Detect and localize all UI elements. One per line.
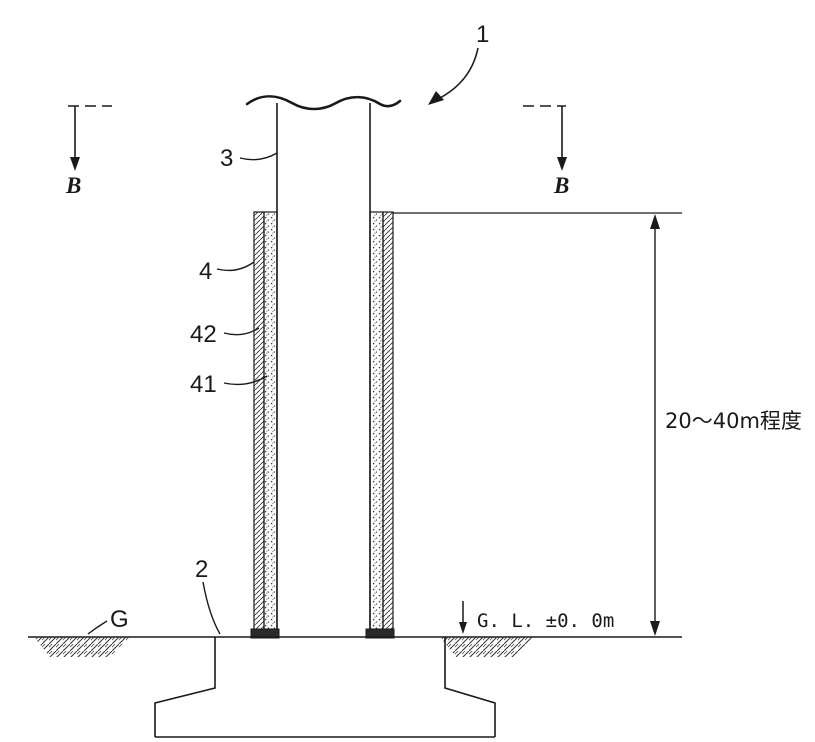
ref-42-group: 42	[190, 321, 260, 348]
foundation-outline-left	[154, 637, 216, 737]
gl-arrowhead	[459, 622, 467, 634]
ref-4-group: 4	[199, 258, 255, 285]
foundation-outline-right	[444, 637, 496, 737]
dimension-arrowhead-bottom	[650, 621, 660, 636]
ground-hatch-left	[34, 637, 132, 657]
ref-label-1: 1	[476, 21, 489, 48]
ref-1-arrowhead	[428, 91, 444, 105]
ref-1-group: 1	[428, 21, 489, 105]
section-marker-right: B	[523, 105, 569, 198]
ref-label-41: 41	[190, 371, 217, 398]
sleeve-cladding	[250, 211, 395, 639]
sleeve-left-inner-layer	[263, 211, 278, 633]
sleeve-right-foot	[365, 628, 395, 639]
ground	[28, 636, 682, 657]
height-dimension-text: 20〜40m程度	[665, 409, 802, 433]
ref-g-leader	[87, 620, 108, 635]
sleeve-right-outer-layer	[382, 211, 394, 633]
ref-3-group: 3	[220, 145, 278, 172]
section-marker-left: B	[65, 105, 112, 198]
ref-41-group: 41	[190, 371, 268, 398]
ground-hatch-right	[440, 637, 534, 657]
ref-label-2: 2	[195, 556, 208, 583]
sleeve-left-outer-layer	[253, 211, 265, 633]
ref-label-3: 3	[220, 145, 233, 172]
section-label-left: B	[65, 173, 81, 198]
ref-2-group: 2	[195, 556, 221, 635]
sleeve-right-inner-layer	[369, 211, 384, 633]
section-arrowhead-right	[557, 157, 567, 171]
ref-1-leader-arrow	[437, 47, 479, 100]
height-dimension: 20〜40m程度	[393, 212, 802, 636]
ref-4-leader	[216, 261, 255, 272]
ref-label-4: 4	[199, 258, 212, 285]
sleeve-left-foot	[250, 628, 280, 639]
ref-g-group: G	[87, 606, 129, 635]
ground-level-annotation: G. L. ±0. 0m	[459, 601, 614, 634]
section-label-right: B	[553, 173, 569, 198]
foundation	[154, 637, 496, 738]
dimension-arrowhead-top	[650, 214, 660, 229]
ground-level-text: G. L. ±0. 0m	[477, 610, 614, 632]
ref-41-leader	[223, 375, 268, 386]
break-wavy-line	[245, 95, 402, 111]
ref-label-g: G	[110, 606, 129, 633]
ref-label-42: 42	[190, 321, 217, 348]
section-arrowhead-left	[70, 157, 80, 171]
ref-3-leader	[239, 152, 278, 161]
ref-42-leader	[223, 327, 260, 336]
ref-2-leader	[202, 581, 221, 635]
